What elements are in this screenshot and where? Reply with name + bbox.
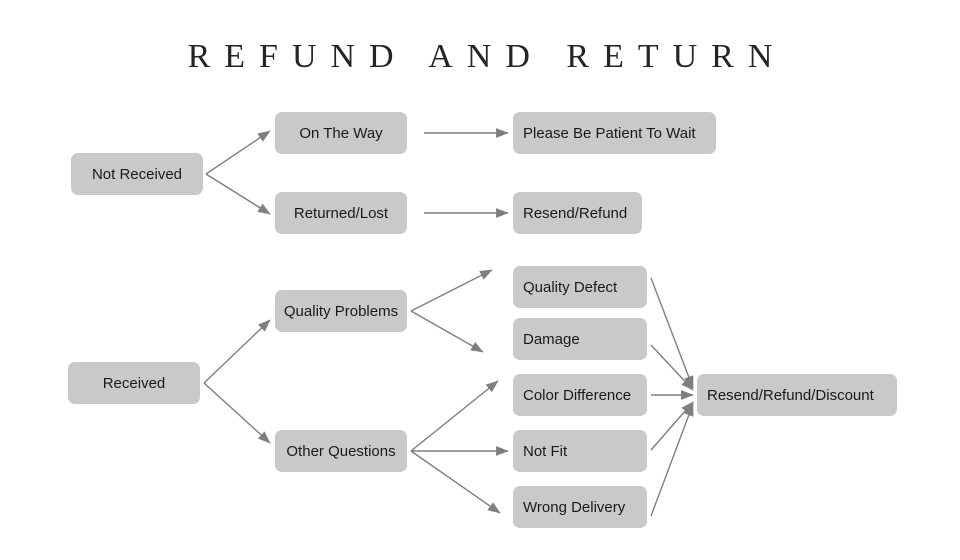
node-please_wait[interactable]: Please Be Patient To Wait [513, 112, 716, 154]
node-not_received[interactable]: Not Received [71, 153, 203, 195]
edge-other_questions-to-color_diff [410, 380, 499, 452]
node-label: Other Questions [286, 442, 396, 460]
edge-quality_defect-to-resend_disc [650, 277, 694, 389]
node-color_diff[interactable]: Color Difference [513, 374, 647, 416]
edge-quality_probs-to-quality_defect [410, 269, 493, 312]
node-other_questions[interactable]: Other Questions [275, 430, 407, 472]
edge-other_questions-to-wrong_delivery [410, 450, 501, 514]
node-quality_defect[interactable]: Quality Defect [513, 266, 647, 308]
node-label: Quality Problems [283, 302, 399, 320]
node-wrong_delivery[interactable]: Wrong Delivery [513, 486, 647, 528]
edge-damage-to-resend_disc [650, 344, 694, 391]
node-damage[interactable]: Damage [513, 318, 647, 360]
node-resend_disc[interactable]: Resend/Refund/Discount [697, 374, 897, 416]
edge-not_received-to-on_the_way [205, 130, 271, 175]
node-returned_lost[interactable]: Returned/Lost [275, 192, 407, 234]
edge-received-to-quality_probs [203, 319, 271, 384]
node-label: Color Difference [523, 386, 632, 404]
node-label: Wrong Delivery [523, 498, 626, 516]
node-quality_probs[interactable]: Quality Problems [275, 290, 407, 332]
node-label: Not Received [91, 165, 183, 183]
node-on_the_way[interactable]: On The Way [275, 112, 407, 154]
node-label: On The Way [299, 124, 383, 142]
node-received[interactable]: Received [68, 362, 200, 404]
node-label: Received [102, 374, 166, 392]
node-label: Damage [523, 330, 580, 348]
node-label: Resend/Refund [523, 204, 628, 222]
node-resend_refund[interactable]: Resend/Refund [513, 192, 642, 234]
edge-quality_probs-to-damage [410, 310, 484, 353]
edge-not_received-to-returned_lost [205, 173, 271, 215]
edge-received-to-other_questions [203, 382, 271, 444]
edge-wrong_delivery-to-resend_disc [650, 403, 694, 517]
node-label: Not Fit [523, 442, 568, 460]
page-title: REFUND AND RETURN [187, 38, 787, 75]
node-not_fit[interactable]: Not Fit [513, 430, 647, 472]
node-label: Returned/Lost [293, 204, 389, 222]
node-label: Please Be Patient To Wait [523, 124, 696, 142]
node-label: Resend/Refund/Discount [707, 386, 874, 404]
node-label: Quality Defect [523, 278, 618, 296]
edge-not_fit-to-resend_disc [650, 401, 694, 451]
